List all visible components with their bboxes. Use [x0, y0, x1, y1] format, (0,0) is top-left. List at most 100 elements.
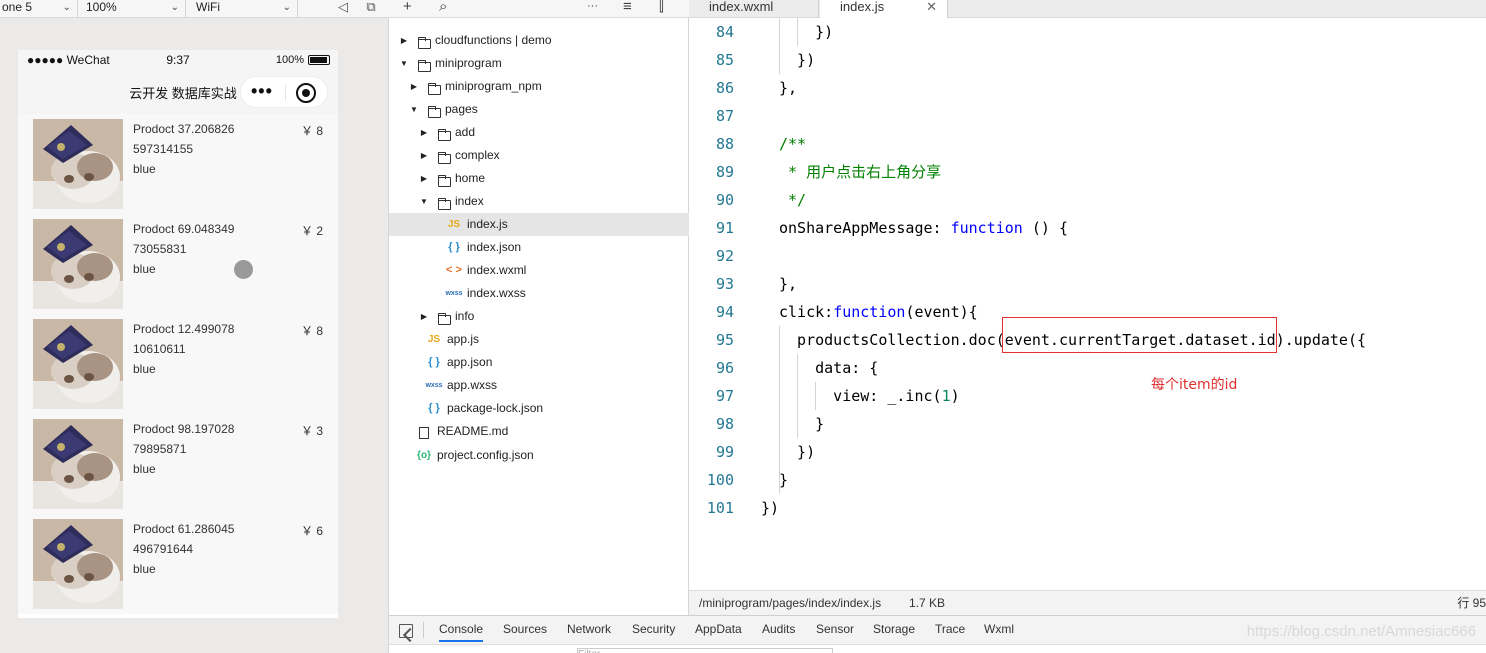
- tree-item-app-json[interactable]: { }app.json: [389, 351, 689, 374]
- tree-item-add[interactable]: ▶add: [389, 121, 689, 144]
- tree-item-readme-md[interactable]: README.md: [389, 420, 689, 443]
- tab-audits[interactable]: Audits: [762, 622, 796, 636]
- tree-item-package-lock-json[interactable]: { }package-lock.json: [389, 397, 689, 420]
- phone-screen: ●●●●● WeChat 9:37 100% 云开发 数据库实战 ••• Pro…: [18, 50, 338, 618]
- tree-item-cloudfunctions-demo[interactable]: ▶cloudfunctions | demo: [389, 29, 689, 52]
- indent-guide: [815, 382, 816, 410]
- indent-guide: [797, 354, 798, 382]
- chevron-right-icon[interactable]: ▶: [400, 36, 408, 45]
- chevron-right-icon[interactable]: ▶: [420, 174, 428, 183]
- more-icon[interactable]: •••: [251, 81, 273, 101]
- tab-sensor[interactable]: Sensor: [816, 622, 855, 636]
- code-token: click:: [779, 303, 834, 321]
- close-icon[interactable]: ✕: [926, 0, 937, 14]
- tree-item-info[interactable]: ▶info: [389, 305, 689, 328]
- indent-guide: [779, 382, 780, 410]
- code-text: }): [779, 438, 815, 466]
- code-line: 92: [689, 242, 1486, 270]
- close-target-icon[interactable]: [296, 83, 316, 103]
- tab-wxml[interactable]: Wxml: [984, 622, 1014, 636]
- code-token: },: [779, 79, 798, 97]
- chevron-down-icon[interactable]: ▼: [410, 105, 418, 114]
- explorer-toolbar: + ⌕ ··· ≡ ⫿: [389, 0, 689, 18]
- chevron-down-icon[interactable]: ▼: [420, 197, 428, 206]
- more-icon[interactable]: ···: [587, 0, 598, 12]
- window-icon[interactable]: ⧉: [366, 0, 376, 14]
- tree-item-project-config-json[interactable]: {o}project.config.json: [389, 444, 689, 467]
- collapse-icon[interactable]: ≡: [623, 0, 632, 15]
- volume-icon[interactable]: ◁: [338, 0, 348, 14]
- tree-item-miniprogram-npm[interactable]: ▶miniprogram_npm: [389, 75, 689, 98]
- code-text: }): [779, 46, 815, 74]
- chevron-right-icon[interactable]: ▶: [420, 128, 428, 137]
- code-token: (event){: [905, 303, 978, 321]
- folder-open-icon: [415, 52, 433, 75]
- filter-input[interactable]: Filter: [577, 648, 833, 653]
- chevron-right-icon[interactable]: ▶: [420, 312, 428, 321]
- tab-index-wxml[interactable]: index.wxml: [689, 0, 819, 18]
- tree-item-complex[interactable]: ▶complex: [389, 144, 689, 167]
- chevron-right-icon[interactable]: ▶: [410, 82, 418, 91]
- product-name: Prodoct 61.286045: [133, 522, 235, 536]
- tree-item-index[interactable]: ▼index: [389, 190, 689, 213]
- file-explorer: + ⌕ ··· ≡ ⫿ ▶cloudfunctions | demo ▼ minip…: [389, 0, 689, 615]
- touch-cursor-icon: [234, 260, 253, 279]
- tab-index-js[interactable]: index.js ✕: [820, 0, 948, 18]
- tab-console[interactable]: Console: [439, 616, 484, 642]
- line-number: 99: [715, 443, 734, 461]
- indent-guide: [779, 466, 780, 494]
- tab-trace[interactable]: Trace: [935, 622, 966, 636]
- line-number: 98: [715, 415, 734, 433]
- code-text: },: [779, 74, 797, 102]
- watermark-text: https://blog.csdn.net/Amnesiac666: [1246, 623, 1476, 640]
- tab-network[interactable]: Network: [567, 622, 612, 636]
- tree-item-index-wxml[interactable]: < >index.wxml: [389, 259, 689, 282]
- product-price: ￥ 8: [300, 124, 323, 138]
- tree-item-index-json[interactable]: { }index.json: [389, 236, 689, 259]
- tab-security[interactable]: Security: [632, 622, 676, 636]
- tree-item-label: project.config.json: [437, 448, 534, 462]
- device-select[interactable]: one 5 ⌄: [0, 0, 78, 18]
- code-line: 98 }: [689, 410, 1486, 438]
- tab-appdata[interactable]: AppData: [695, 622, 742, 636]
- line-number: 97: [715, 387, 734, 405]
- code-line: 95 productsCollection.doc(event.currentT…: [689, 326, 1486, 354]
- zoom-select[interactable]: 100% ⌄: [84, 0, 186, 18]
- add-icon[interactable]: +: [403, 0, 412, 15]
- tab-sources[interactable]: Sources: [503, 622, 548, 636]
- tree-item-label: miniprogram: [435, 56, 502, 70]
- tab-storage[interactable]: Storage: [873, 622, 916, 636]
- tree-item-miniprogram[interactable]: ▼ miniprogram: [389, 52, 689, 75]
- js-file-icon: JS: [427, 334, 441, 345]
- editor-tabs: index.wxml index.js ✕: [689, 0, 1486, 18]
- tree-item-pages[interactable]: ▼pages: [389, 98, 689, 121]
- indent-guide: [797, 18, 798, 46]
- indent-guide: [779, 326, 780, 354]
- code-line: 87: [689, 102, 1486, 130]
- chevron-down-icon[interactable]: ▼: [400, 59, 408, 68]
- tree-item-home[interactable]: ▶home: [389, 167, 689, 190]
- code-token: /**: [779, 135, 807, 153]
- product-name: Prodoct 98.197028: [133, 422, 235, 436]
- code-token: productsCollection.doc(event.currentTarg…: [779, 331, 1366, 349]
- navigation-bar: 云开发 数据库实战 •••: [18, 70, 338, 114]
- chevron-right-icon[interactable]: ▶: [420, 151, 428, 160]
- search-icon[interactable]: ⌕: [439, 0, 448, 15]
- battery-icon: [308, 55, 330, 65]
- split-icon[interactable]: ⫿: [659, 0, 664, 15]
- line-number: 89: [715, 163, 734, 181]
- network-select[interactable]: WiFi ⌄: [194, 0, 298, 18]
- inspect-icon[interactable]: [399, 624, 413, 638]
